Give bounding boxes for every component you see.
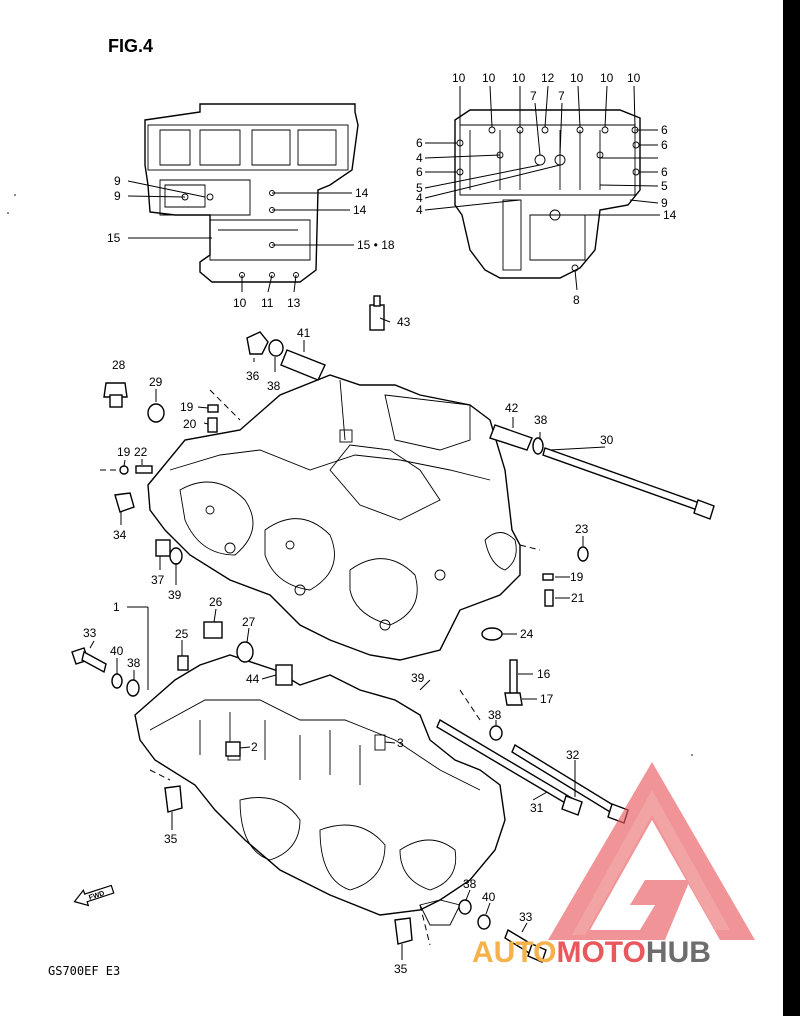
callout-41: 41: [297, 326, 311, 340]
callout-6: 6: [661, 123, 668, 137]
callout-1: 1: [113, 600, 120, 614]
callout-10: 10: [627, 71, 641, 85]
watermark-logo: [548, 762, 755, 940]
callout-40: 40: [482, 890, 496, 904]
callout-38: 38: [488, 708, 502, 722]
callout-10: 10: [600, 71, 614, 85]
callout-38: 38: [534, 413, 548, 427]
upper-crankcase: [147, 374, 521, 661]
callout-31: 31: [530, 801, 544, 815]
callout-44: 44: [246, 672, 260, 686]
callout-12: 12: [541, 71, 555, 85]
callout-6: 6: [416, 136, 423, 150]
callout-6: 6: [661, 165, 668, 179]
callout-4: 4: [416, 203, 423, 217]
callout-19: 19: [180, 400, 194, 414]
callout-9: 9: [114, 174, 121, 188]
callout-15: 15: [107, 231, 121, 245]
callout-3: 3: [397, 736, 404, 750]
callout-11: 11: [261, 296, 274, 310]
callout-42: 42: [505, 401, 519, 415]
callout-35: 35: [394, 962, 408, 976]
watermark-auto: AUTO: [472, 936, 556, 969]
callout-23: 23: [575, 522, 589, 536]
callout-10: 10: [233, 296, 247, 310]
callout-27: 27: [242, 615, 256, 629]
callout-8: 8: [573, 293, 580, 307]
callout-9: 9: [114, 189, 121, 203]
callout-26: 26: [209, 595, 223, 609]
callout-38: 38: [463, 877, 477, 891]
watermark-moto: MOTO: [556, 936, 645, 969]
callout-19: 19: [117, 445, 131, 459]
callout-20: 20: [183, 417, 197, 431]
callout-21: 21: [571, 591, 585, 605]
callout-2: 2: [251, 740, 258, 754]
callout-38: 38: [127, 656, 141, 670]
callout-9: 9: [661, 196, 668, 210]
callout-34: 34: [113, 528, 127, 542]
callout-22: 22: [134, 445, 148, 459]
callout-43: 43: [397, 315, 411, 329]
callout-13: 13: [287, 296, 301, 310]
callout-28: 28: [112, 358, 126, 372]
callout-14: 14: [355, 186, 369, 200]
small-parts: [71, 295, 715, 963]
callout-10: 10: [512, 71, 526, 85]
inset-top-view: [454, 109, 641, 279]
callout-32: 32: [566, 748, 580, 762]
fwd-label: FWD: [88, 890, 105, 902]
callout-16: 16: [537, 667, 551, 681]
callout-38: 38: [267, 379, 281, 393]
callout-10: 10: [570, 71, 584, 85]
callout-10: 10: [452, 71, 466, 85]
callout-14: 14: [353, 203, 367, 217]
callout-37: 37: [151, 573, 165, 587]
model-code: GS700EF E3: [48, 964, 120, 978]
callout-30: 30: [600, 433, 614, 447]
right-border-bar: [783, 0, 800, 1016]
callout-6: 6: [661, 138, 668, 152]
inset-bottom-view: [144, 103, 359, 283]
callout-40: 40: [110, 644, 124, 658]
fwd-arrow-icon: FWD: [73, 884, 115, 907]
callout-19: 19: [570, 570, 584, 584]
callout-15-18: 15 • 18: [357, 238, 395, 252]
callout-14: 14: [663, 208, 677, 222]
callout-7: 7: [558, 89, 565, 103]
callout-39: 39: [168, 588, 182, 602]
callout-4: 4: [416, 191, 423, 205]
callout-33: 33: [83, 626, 97, 640]
callout-25: 25: [175, 627, 189, 641]
callout-36: 36: [246, 369, 260, 383]
callout-7: 7: [530, 89, 537, 103]
callout-10: 10: [482, 71, 496, 85]
callout-4: 4: [416, 151, 423, 165]
callout-17: 17: [540, 692, 554, 706]
callout-24: 24: [520, 627, 534, 641]
callout-29: 29: [149, 375, 163, 389]
svg-text:AUTOMOTOHUB: AUTOMOTOHUB: [472, 936, 711, 969]
callout-6: 6: [416, 165, 423, 179]
callout-33: 33: [519, 910, 533, 924]
figure-title: FIG.4: [108, 36, 153, 56]
callout-5: 5: [661, 179, 668, 193]
callout-5: 5: [416, 181, 423, 195]
lower-crankcase: [134, 654, 506, 926]
callout-35: 35: [164, 832, 178, 846]
callout-39: 39: [411, 671, 425, 685]
watermark-hub: HUB: [646, 936, 711, 969]
